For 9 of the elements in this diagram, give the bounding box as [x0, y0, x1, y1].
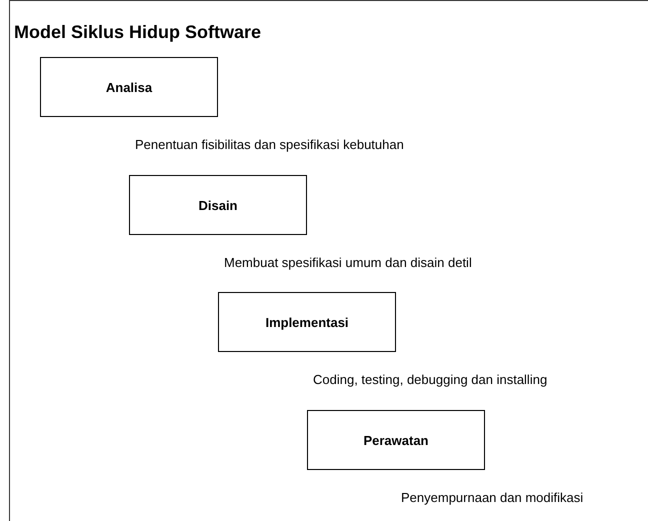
process-box: Perawatan: [307, 410, 485, 470]
caption-text: Penyempurnaan dan modifikasi: [401, 490, 584, 505]
caption-text: Membuat spesifikasi umum dan disain detil: [224, 255, 472, 270]
diagram-title: Model Siklus Hidup Software: [14, 22, 262, 43]
process-box: Disain: [129, 175, 307, 235]
process-box: Analisa: [40, 57, 218, 117]
process-box: Implementasi: [218, 292, 396, 352]
caption-text: Penentuan fisibilitas dan spesifikasi kebutuhan: [135, 137, 404, 152]
caption-text: Coding, testing, debugging dan installing: [313, 372, 548, 387]
